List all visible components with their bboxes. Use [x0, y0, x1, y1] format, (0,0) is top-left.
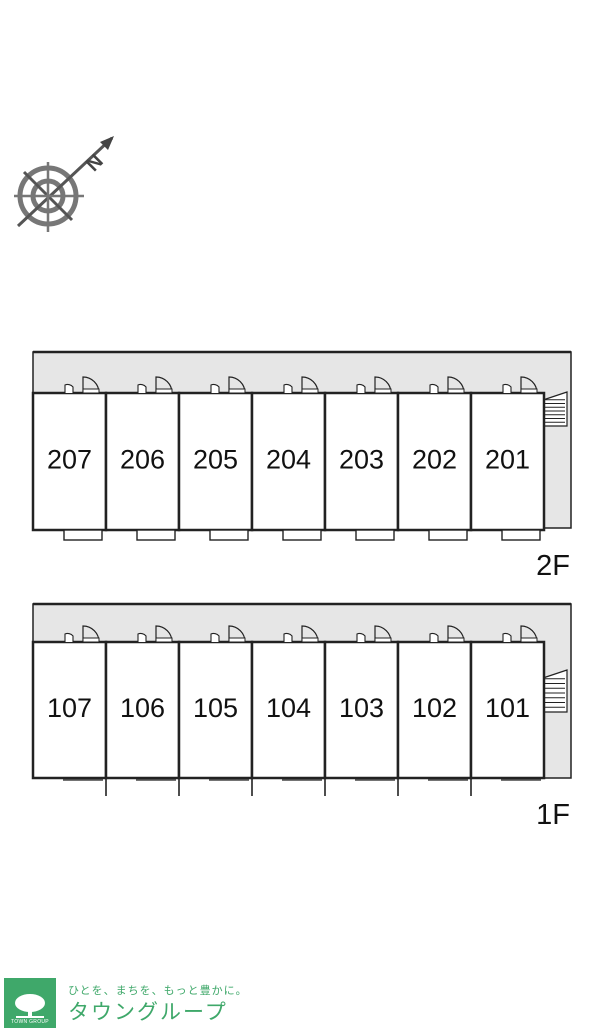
- unit-201: 201: [469, 376, 546, 541]
- meter-box-icon: [137, 632, 147, 642]
- meter-box-icon: [429, 383, 439, 393]
- unit-104: 104: [250, 625, 327, 796]
- unit-label: 207: [47, 445, 92, 475]
- unit-label: 202: [412, 445, 457, 475]
- unit-label: 101: [485, 693, 530, 723]
- staircase-icon: [542, 669, 568, 713]
- company-tagline: ひとを、まちを、もっと豊かに。: [68, 984, 248, 997]
- meter-box-icon: [283, 383, 293, 393]
- door-icon: [155, 376, 173, 394]
- unit-label: 201: [485, 445, 530, 475]
- unit-label: 102: [412, 693, 457, 723]
- floor-1f-plan: 107 106 105 104 103 102 101 1F: [31, 602, 572, 831]
- meter-box-icon: [356, 383, 366, 393]
- unit-label: 106: [120, 693, 165, 723]
- unit-105: 105: [177, 625, 254, 796]
- floor-2f-plan: 207 206 205 204 203 202 201 2F: [31, 350, 572, 582]
- unit-label: 103: [339, 693, 384, 723]
- unit-label: 105: [193, 693, 238, 723]
- meter-box-icon: [64, 383, 74, 393]
- unit-102: 102: [396, 625, 473, 796]
- door-icon: [374, 376, 392, 394]
- unit-207: 207: [31, 376, 108, 541]
- door-icon: [301, 625, 319, 643]
- unit-label: 206: [120, 445, 165, 475]
- unit-205: 205: [177, 376, 254, 541]
- door-icon: [301, 376, 319, 394]
- meter-box-icon: [502, 383, 512, 393]
- footer: TOWN GROUP ひとを、まちを、もっと豊かに。 タウングループ: [0, 970, 600, 1029]
- unit-label: 204: [266, 445, 311, 475]
- door-icon: [228, 376, 246, 394]
- unit-label: 203: [339, 445, 384, 475]
- door-icon: [374, 625, 392, 643]
- meter-box-icon: [210, 383, 220, 393]
- balcony: [63, 529, 103, 541]
- meter-box-icon: [64, 632, 74, 642]
- unit-label: 107: [47, 693, 92, 723]
- unit-101: 101: [469, 625, 546, 796]
- balcony: [355, 529, 395, 541]
- unit-204: 204: [250, 376, 327, 541]
- balcony: [209, 529, 249, 541]
- door-icon: [82, 625, 100, 643]
- unit-202: 202: [396, 376, 473, 541]
- balcony: [282, 529, 322, 541]
- floor-label: 1F: [536, 799, 570, 831]
- meter-box-icon: [356, 632, 366, 642]
- floor-label: 2F: [536, 550, 570, 582]
- company-logo: TOWN GROUP: [4, 978, 56, 1028]
- door-icon: [82, 376, 100, 394]
- meter-box-icon: [210, 632, 220, 642]
- unit-label: 205: [193, 445, 238, 475]
- tree-icon: [15, 994, 45, 1018]
- unit-label: 104: [266, 693, 311, 723]
- unit-106: 106: [104, 625, 181, 796]
- compass-icon: N: [14, 136, 114, 232]
- door-icon: [228, 625, 246, 643]
- meter-box-icon: [429, 632, 439, 642]
- company-name: タウングループ: [68, 1000, 228, 1024]
- balcony: [501, 529, 541, 541]
- door-icon: [447, 376, 465, 394]
- balcony: [136, 529, 176, 541]
- unit-206: 206: [104, 376, 181, 541]
- door-icon: [155, 625, 173, 643]
- meter-box-icon: [137, 383, 147, 393]
- compass-north-label: N: [82, 150, 108, 176]
- balcony: [428, 529, 468, 541]
- meter-box-icon: [283, 632, 293, 642]
- door-icon: [520, 376, 538, 394]
- unit-107: 107: [31, 625, 108, 781]
- unit-103: 103: [323, 625, 400, 796]
- unit-203: 203: [323, 376, 400, 541]
- meter-box-icon: [502, 632, 512, 642]
- logo-text: TOWN GROUP: [11, 1019, 49, 1025]
- door-icon: [447, 625, 465, 643]
- door-icon: [520, 625, 538, 643]
